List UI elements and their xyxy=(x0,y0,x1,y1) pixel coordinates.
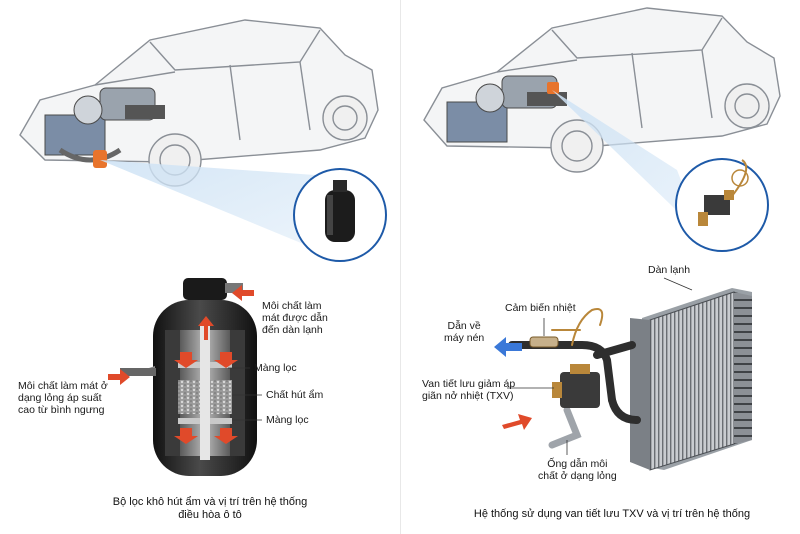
label-filter-bottom: Màng lọc xyxy=(266,414,309,426)
left-panel-receiver-drier: Môi chất làm mát được dẫn đến dàn lạnh M… xyxy=(18,19,387,521)
caption-left: Bộ lọc khô hút ẩm và vị trí trên hệ thốn… xyxy=(112,496,308,521)
evaporator-core xyxy=(630,288,752,471)
right-diagram-svg xyxy=(423,7,781,471)
flow-arrows-red xyxy=(108,285,254,444)
receiver-drier-cutaway xyxy=(120,278,257,476)
label-temp-sensor: Cảm biến nhiệt xyxy=(505,302,576,314)
label-filter-top: Màng lọc xyxy=(254,362,297,374)
left-diagram-svg xyxy=(19,19,387,476)
panel-divider xyxy=(400,0,401,534)
highlight-beam-left xyxy=(100,160,318,250)
flow-arrows-right xyxy=(494,337,532,430)
leader-lines-right xyxy=(507,277,693,455)
label-evaporator: Dàn lạnh xyxy=(648,264,691,276)
engine-bay-right xyxy=(446,75,567,143)
engine-bay-left xyxy=(44,87,165,168)
label-desiccant: Chất hút ẩm xyxy=(266,389,324,401)
caption-right: Hệ thống sử dụng van tiết lưu TXV và vị … xyxy=(473,508,751,520)
callout-receiver-drier xyxy=(293,168,387,262)
right-panel-txv: Dàn lạnh Cảm biến nhiệt Dẫn về máy nén V… xyxy=(402,0,800,534)
leader-lines-left xyxy=(228,367,262,421)
car-illustration-right xyxy=(423,7,781,173)
label-txv: Van tiết lưu giảm áp giãn nở nhiệt (TXV) xyxy=(422,378,516,402)
label-refrigerant-in: Môi chất làm mát ở dạng lỏng áp suất cao… xyxy=(18,380,108,416)
label-refrigerant-to-evaporator: Môi chất làm mát được dẫn đến dàn lạnh xyxy=(262,300,328,336)
pipes-right xyxy=(508,308,641,449)
label-liquid-pipe: Ống dẫn môi chất ở dạng lỏng xyxy=(538,458,617,482)
txv-valve xyxy=(552,364,600,408)
car-illustration-left xyxy=(19,19,379,187)
callout-txv xyxy=(675,158,769,252)
label-to-compressor: Dẫn về máy nén xyxy=(444,320,485,344)
highlight-beam-right xyxy=(552,90,702,235)
